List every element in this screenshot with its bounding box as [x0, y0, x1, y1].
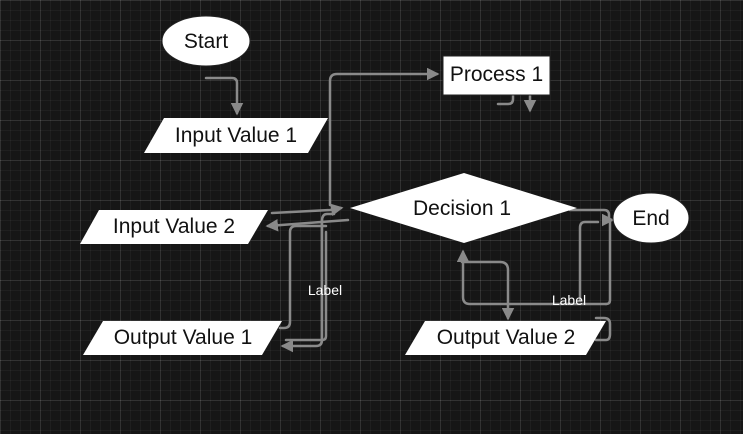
output-value-2-shape [405, 321, 606, 355]
edge-input2-to-decision[interactable] [270, 203, 344, 216]
input-value-1-shape [144, 118, 328, 153]
edge-label-right: Label [552, 292, 586, 308]
input-value-1-label: Input Value 1 [175, 124, 297, 147]
edge-channel-hook[interactable] [284, 230, 328, 342]
output-value-2-label: Output Value 2 [437, 326, 576, 349]
decision-1-node[interactable]: Decision 1 [350, 173, 577, 243]
edge-input1-to-process1[interactable] [328, 67, 440, 207]
decision-1-shape [350, 173, 577, 243]
edge-process1-loop[interactable] [496, 92, 515, 106]
edge-output2-return[interactable] [594, 316, 612, 342]
edge-decision-to-input2[interactable] [265, 218, 350, 232]
start-node[interactable]: Start [161, 15, 251, 67]
end-shape [612, 192, 690, 244]
edge-end-return[interactable] [604, 220, 612, 306]
edge-decision-to-end[interactable] [568, 208, 615, 227]
start-shape [161, 15, 251, 67]
decision-1-label: Decision 1 [413, 197, 511, 220]
edge-channel-to-output1-inner[interactable] [278, 224, 328, 330]
input-value-2-label: Input Value 2 [113, 215, 235, 238]
edge-label-left: Label [308, 282, 342, 298]
start-label: Start [184, 30, 229, 53]
process-1-shape [442, 55, 551, 96]
edge-right-channel-to-output2[interactable] [456, 249, 608, 306]
end-label: End [632, 207, 669, 230]
edges [204, 67, 615, 353]
process-1-label: Process 1 [450, 63, 543, 86]
output-value-1-node[interactable]: Output Value 1 [83, 321, 282, 355]
input-value-2-node[interactable]: Input Value 2 [80, 210, 268, 244]
edge-start-to-input1[interactable] [204, 76, 244, 116]
input-value-1-node[interactable]: Input Value 1 [144, 118, 328, 153]
edge-channel-to-output1-outer[interactable] [280, 206, 336, 353]
output-value-1-label: Output Value 1 [114, 326, 253, 349]
output-value-1-shape [83, 321, 282, 355]
edge-decision-to-output2[interactable] [460, 260, 515, 321]
end-node[interactable]: End [612, 192, 690, 244]
process-1-node[interactable]: Process 1 [442, 55, 551, 96]
output-value-2-node[interactable]: Output Value 2 [405, 321, 606, 355]
input-value-2-shape [80, 210, 268, 244]
edge-end-loop[interactable] [578, 220, 600, 302]
